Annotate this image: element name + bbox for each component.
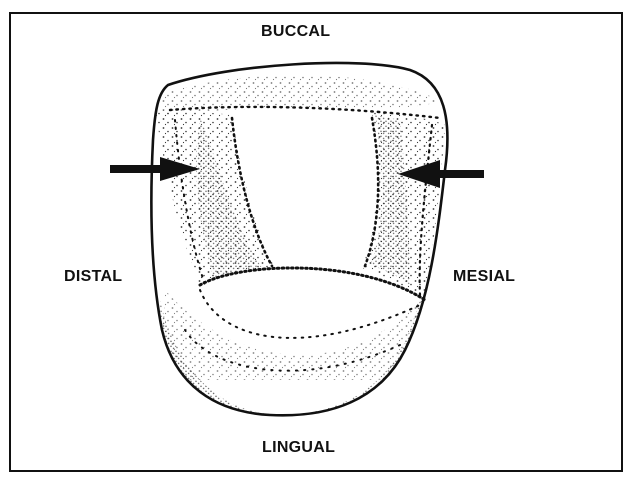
label-mesial: MESIAL bbox=[453, 268, 515, 286]
label-distal: DISTAL bbox=[64, 268, 122, 286]
label-lingual: LINGUAL bbox=[262, 439, 335, 457]
label-buccal: BUCCAL bbox=[261, 23, 330, 41]
